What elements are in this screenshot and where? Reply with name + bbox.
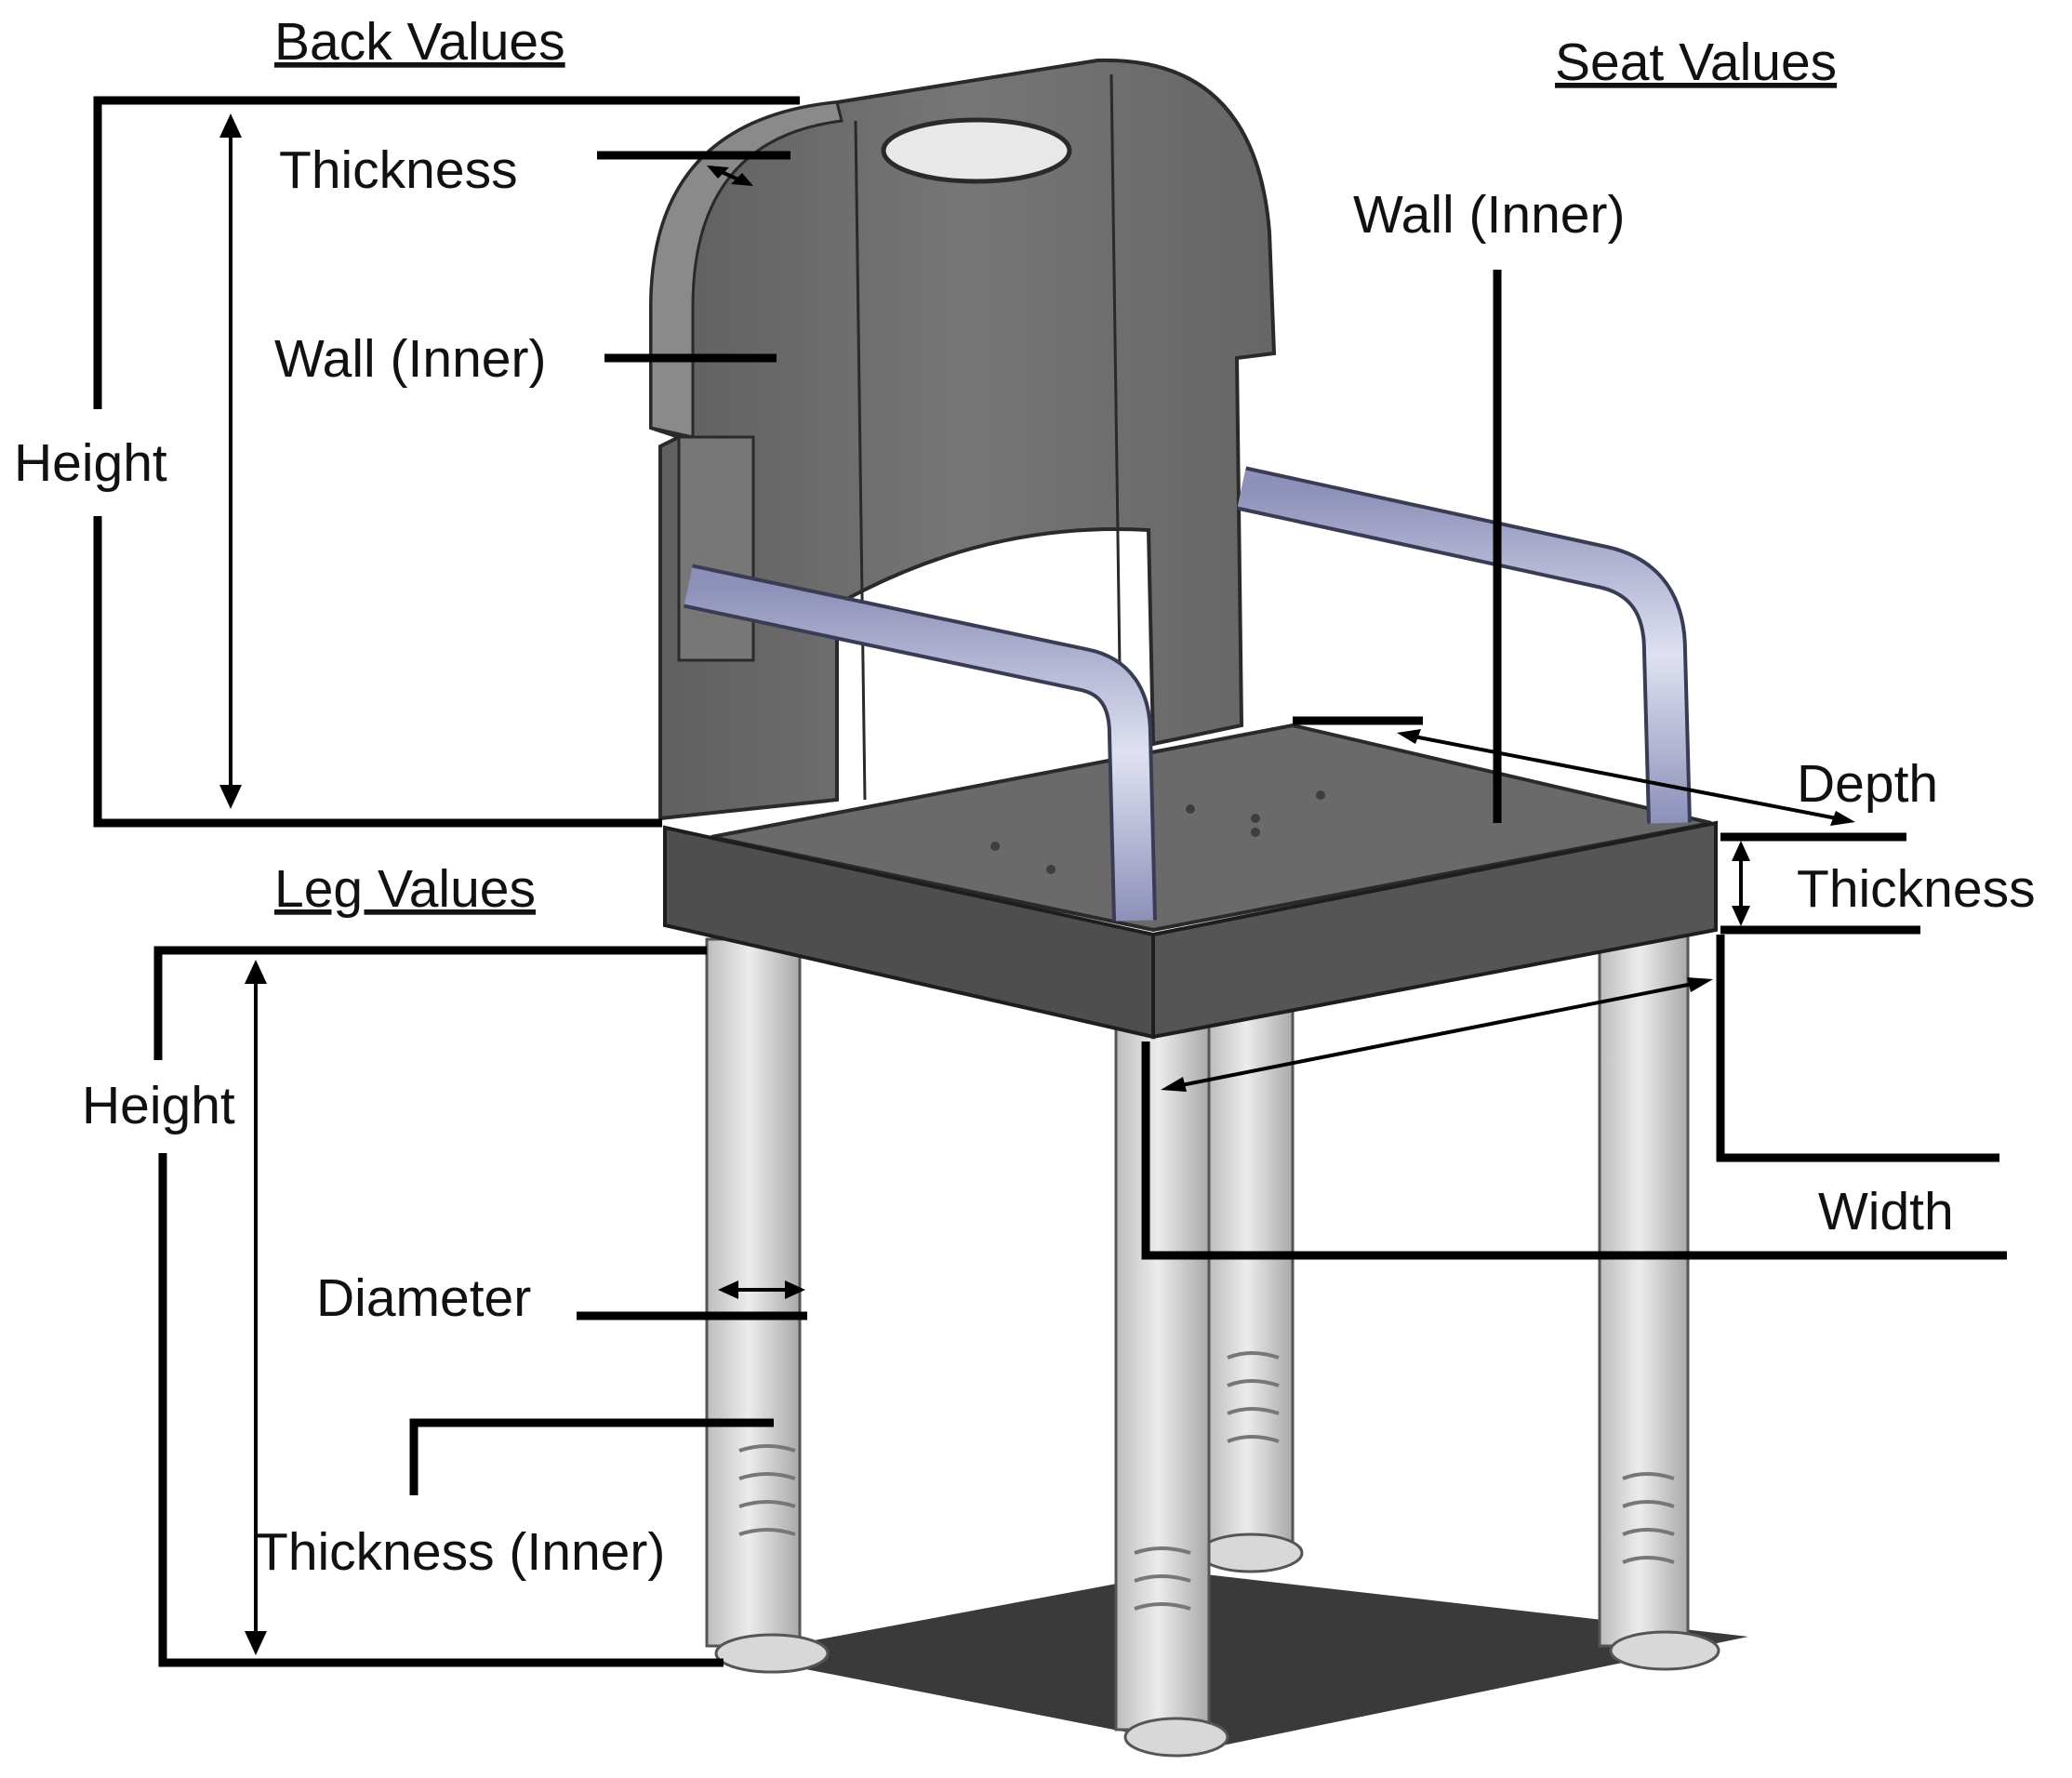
- seat-values-heading: Seat Values: [1555, 33, 1837, 92]
- back-values-labels: Back Values Thickness Wall (Inner) Heigh…: [14, 12, 565, 493]
- back-values-heading: Back Values: [274, 12, 565, 72]
- leg-thickness-inner-label: Thickness (Inner): [256, 1522, 665, 1582]
- dimension-lines: [93, 96, 2007, 1667]
- seat-thickness-label: Thickness: [1797, 859, 2036, 919]
- seat-wall-inner-label: Wall (Inner): [1353, 185, 1625, 245]
- chair-back: [649, 58, 1277, 821]
- seat-values-labels: Seat Values Wall (Inner) Depth Thickness…: [1353, 33, 2036, 1241]
- armrest-tubes: [684, 466, 1692, 922]
- seat-width-label: Width: [1818, 1182, 1954, 1241]
- leg-diameter-label: Diameter: [316, 1268, 531, 1328]
- back-thickness-label: Thickness: [279, 140, 518, 200]
- leg-values-heading: Leg Values: [274, 859, 536, 919]
- leg-values-labels: Leg Values Height Diameter Thickness (In…: [82, 859, 665, 1582]
- seat-depth-label: Depth: [1797, 754, 1938, 814]
- chair-seat: [663, 723, 1718, 1040]
- back-height-label: Height: [14, 433, 167, 493]
- leg-height-label: Height: [82, 1076, 235, 1135]
- floor-shadow: [735, 1572, 1748, 1748]
- back-wall-inner-label: Wall (Inner): [274, 329, 546, 389]
